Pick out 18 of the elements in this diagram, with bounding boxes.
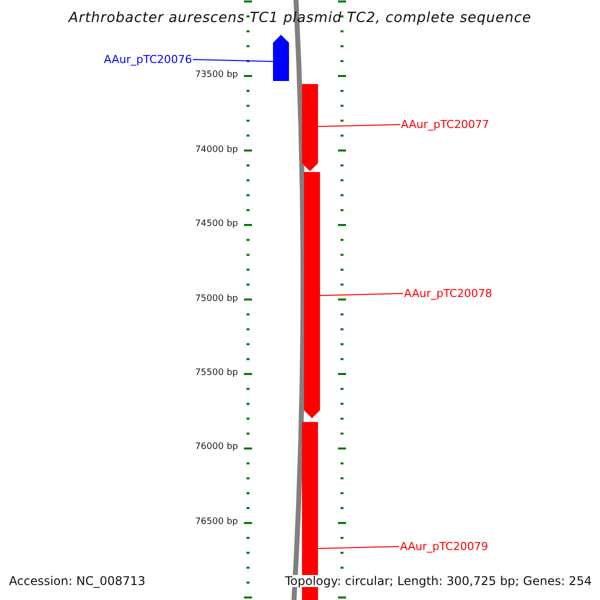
gene-label: AAur_pTC20078 (404, 288, 492, 299)
leader-line (192, 59, 274, 62)
gene-label: AAur_pTC20077 (401, 119, 490, 130)
summary-text: Topology: circular; Length: 300,725 bp; Genes: 254 (285, 575, 592, 587)
gene-label: AAur_pTC20079 (400, 541, 488, 552)
leader-line (320, 293, 404, 296)
position-label: 75500 bp (195, 369, 238, 378)
leader-line (318, 546, 400, 549)
map-title: Arthrobacter aurescens TC1 plasmid TC2, complete sequence (67, 11, 532, 25)
position-label: 76000 bp (195, 443, 238, 452)
position-label: 73500 bp (195, 71, 238, 80)
gene-label: AAur_pTC20076 (104, 54, 192, 65)
position-label: 74500 bp (195, 220, 238, 229)
position-label: 75000 bp (195, 295, 238, 304)
accession-text: Accession: NC_008713 (9, 575, 146, 587)
leader-line (318, 124, 400, 127)
position-label: 76500 bp (195, 518, 238, 527)
position-label: 74000 bp (195, 146, 238, 155)
